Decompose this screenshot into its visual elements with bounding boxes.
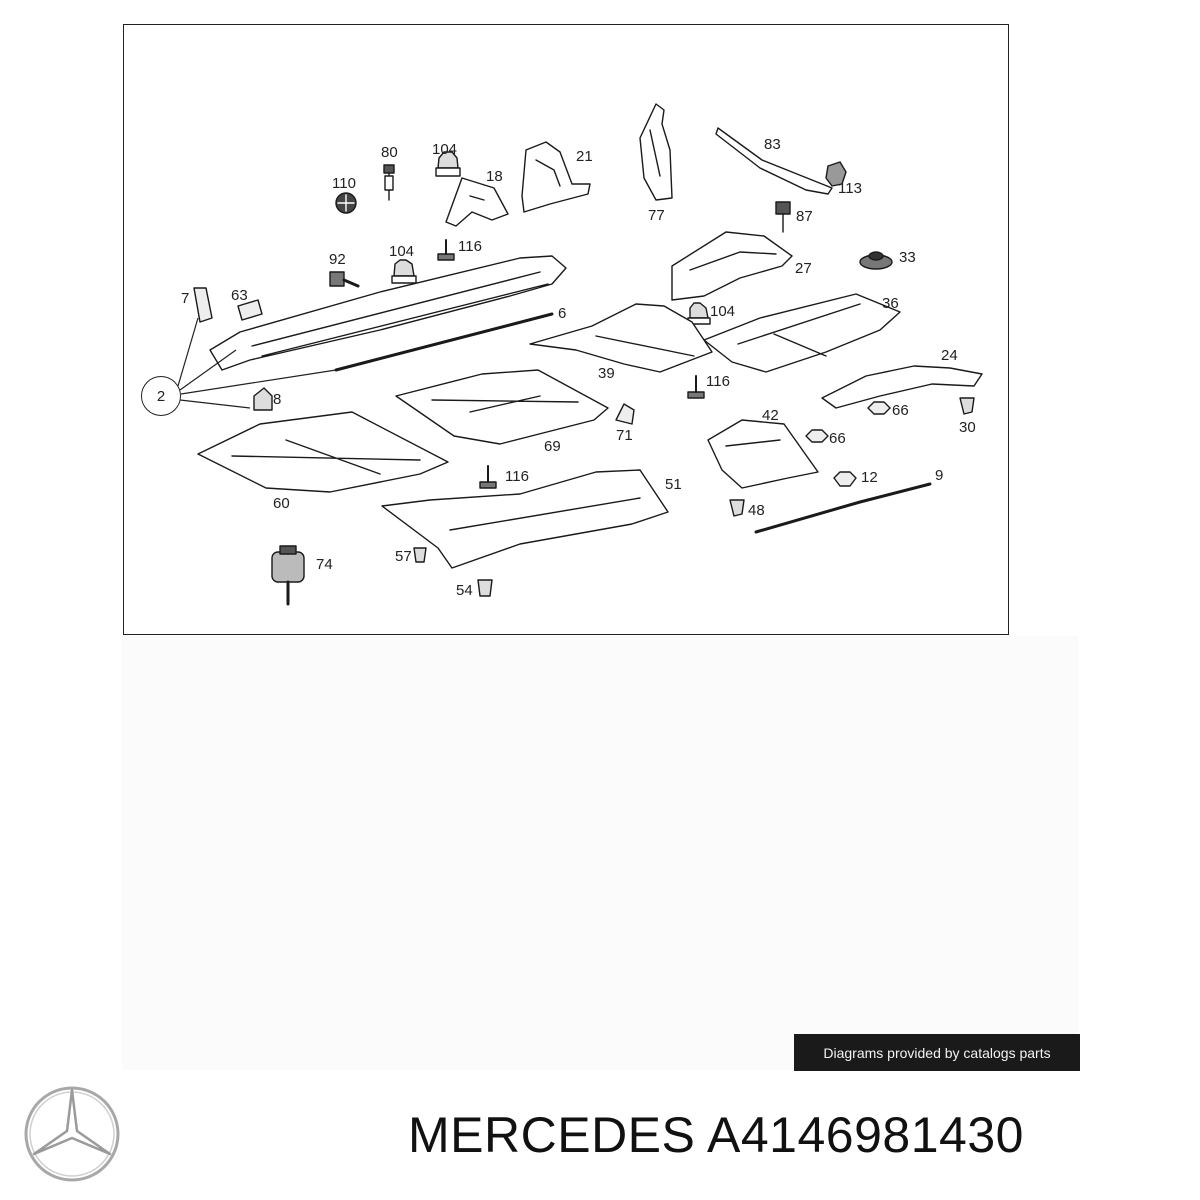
callout-9: 9: [935, 467, 944, 484]
callout-69: 69: [544, 438, 561, 455]
part-51-tunnel-shield: [381, 469, 669, 569]
part-18-bracket: [445, 177, 509, 227]
part-116-screw-c: [479, 465, 497, 489]
part-74-mount: [271, 545, 305, 606]
callout-66-a: 66: [892, 402, 909, 419]
mercedes-star-icon: [24, 1086, 120, 1182]
callout-110: 110: [332, 175, 356, 192]
callout-83: 83: [764, 136, 781, 153]
callout-39: 39: [598, 365, 615, 382]
page-backdrop: [122, 636, 1078, 1070]
callout-77: 77: [648, 207, 665, 224]
part-71-block: [615, 403, 635, 425]
callout-63: 63: [231, 287, 248, 304]
part-113-clip: [825, 161, 847, 187]
part-77-panel: [639, 103, 673, 201]
callout-8: 8: [273, 391, 282, 408]
part-54-clip: [477, 579, 493, 597]
part-9-rod: [754, 482, 932, 534]
part-24-rail: [821, 365, 983, 409]
callout-2: 2: [141, 376, 181, 416]
callout-12: 12: [861, 469, 878, 486]
callout-7: 7: [181, 290, 190, 307]
diagram-credit-badge: Diagrams provided by catalogs parts: [794, 1034, 1080, 1071]
callout-24: 24: [941, 347, 958, 364]
part-30-clip: [959, 397, 975, 415]
part-8-clip: [253, 387, 273, 411]
callout-33: 33: [899, 249, 916, 266]
part-27-shield: [671, 231, 793, 301]
part-6-strip: [334, 312, 554, 372]
callout-6: 6: [558, 305, 567, 322]
callout-116-a: 116: [458, 238, 482, 255]
part-80-rivet: [383, 164, 395, 201]
part-12-nut: [833, 471, 857, 487]
part-33-cap: [859, 251, 893, 270]
part-66-nut-b: [805, 429, 829, 443]
part-87-bolt: [775, 201, 791, 233]
part-83-strip: [715, 127, 833, 195]
callout-51: 51: [665, 476, 682, 493]
callout-87: 87: [796, 208, 813, 225]
callout-36: 36: [882, 295, 899, 312]
callout-48: 48: [748, 502, 765, 519]
part-92-bolt: [329, 271, 360, 288]
callout-2-leaders: [177, 317, 337, 409]
callout-92: 92: [329, 251, 346, 268]
callout-104-a: 104: [432, 141, 458, 158]
part-48-clip: [729, 499, 745, 517]
parts-diagram-drawing: [177, 103, 983, 606]
callout-116-c: 116: [505, 468, 529, 485]
callout-104-b: 104: [389, 243, 415, 260]
callout-60: 60: [273, 495, 290, 512]
part-63-pad: [237, 299, 263, 321]
part-42-shield: [707, 419, 819, 489]
part-69-underbody-panel: [395, 369, 609, 445]
part-104-clip-a: [435, 151, 461, 177]
part-116-screw-a: [437, 239, 455, 261]
callout-71: 71: [616, 427, 633, 444]
part-116-screw-b: [687, 375, 705, 399]
part-21-bracket: [521, 141, 591, 213]
callout-80: 80: [381, 144, 398, 161]
part-110-grommet: [335, 192, 357, 214]
callout-42: 42: [762, 407, 779, 424]
part-39-crossmember: [529, 303, 713, 373]
callout-21: 21: [576, 148, 593, 165]
callout-54: 54: [456, 582, 473, 599]
part-104-clip-c: [687, 302, 711, 325]
callout-74: 74: [316, 556, 333, 573]
callout-116-b: 116: [706, 373, 730, 390]
part-57-clip: [413, 547, 427, 563]
callout-57: 57: [395, 548, 412, 565]
part-7-bracket: [193, 287, 213, 323]
callout-66-b: 66: [829, 430, 846, 447]
part-66-nut-a: [867, 401, 891, 415]
part-36-floor-panel: [703, 293, 901, 373]
part-104-clip-b: [391, 259, 417, 284]
callout-27: 27: [795, 260, 812, 277]
callout-18: 18: [486, 168, 503, 185]
part-sill-panel: [209, 255, 567, 371]
callout-113: 113: [838, 180, 862, 197]
part-number-title: MERCEDES A4146981430: [408, 1107, 1024, 1163]
callout-30: 30: [959, 419, 976, 436]
part-60-underbody-panel: [197, 411, 449, 493]
callout-104-c: 104: [710, 303, 736, 320]
